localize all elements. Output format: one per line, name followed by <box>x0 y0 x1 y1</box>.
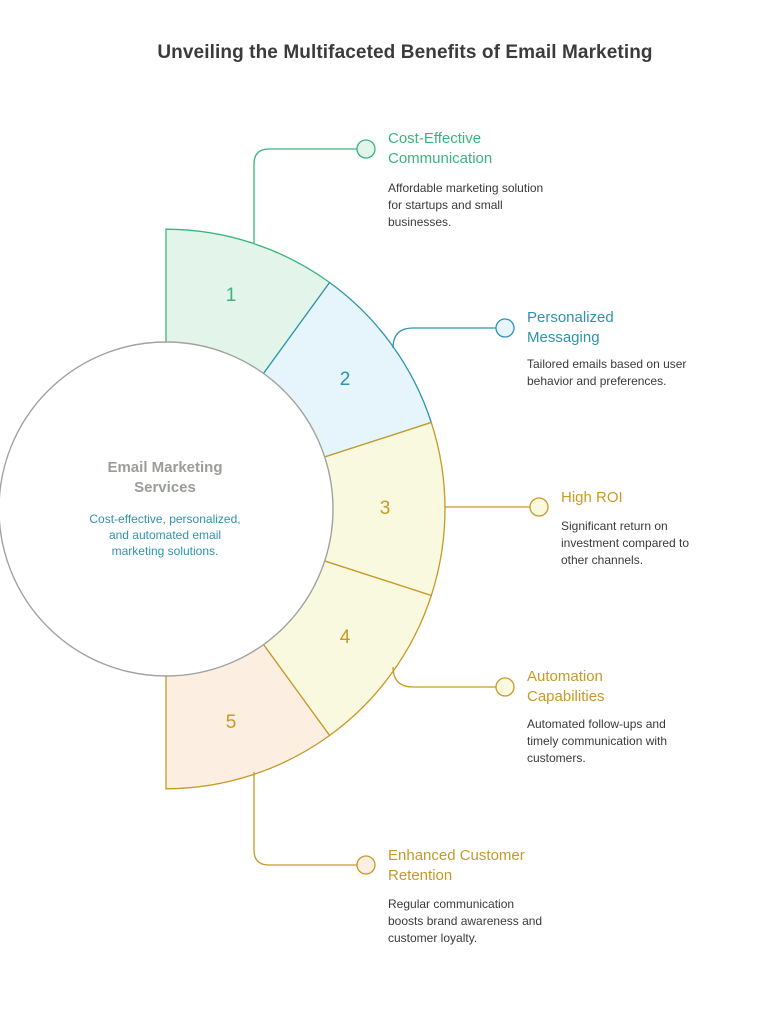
benefit-5-desc-line-1: Regular communication <box>388 897 515 911</box>
benefit-desc-1: Affordable marketing solution for startu… <box>388 180 543 231</box>
benefit-2-title-line-1: Personalized <box>527 309 614 326</box>
benefit-title-1: Cost-Effective Communication <box>388 129 492 169</box>
benefit-3-desc-line-1: Significant return on <box>561 519 668 533</box>
benefit-5-title-line-1: Enhanced Customer <box>388 847 525 864</box>
benefit-3-desc-line-2: investment compared to <box>561 536 690 550</box>
benefit-1-desc-line-1: Affordable marketing solution <box>388 181 544 195</box>
benefit-4-desc-line-3: customers. <box>527 751 586 765</box>
benefit-4-title-line-2: Capabilities <box>527 688 605 705</box>
connector-1 <box>253 148 357 243</box>
benefit-desc-4: Automated follow-ups and timely communic… <box>527 716 667 767</box>
page-title: Unveiling the Multifaceted Benefits of E… <box>157 42 653 63</box>
segment-number-1: 1 <box>226 285 237 306</box>
connector-dot-3 <box>529 497 549 517</box>
center-title-line-2: Services <box>134 479 196 496</box>
benefit-5-desc-line-2: boosts brand awareness and <box>388 914 543 928</box>
segment-number-5: 5 <box>226 712 237 733</box>
segment-number-4: 4 <box>340 627 351 648</box>
benefit-desc-3: Significant return on investment compare… <box>561 518 689 569</box>
connector-dot-1 <box>356 139 376 159</box>
benefit-title-3: High ROI <box>561 488 623 508</box>
benefit-4-title-line-1: Automation <box>527 668 603 685</box>
center-desc-line-3: marketing solutions. <box>111 544 219 558</box>
benefit-1-desc-line-2: for startups and small <box>388 198 503 212</box>
center-desc-line-2: and automated email <box>108 528 222 542</box>
segment-number-3: 3 <box>380 498 391 519</box>
benefit-title-2: Personalized Messaging <box>527 308 614 348</box>
benefit-desc-2: Tailored emails based on user behavior a… <box>527 356 686 390</box>
segment-number-2: 2 <box>340 369 351 390</box>
center-title-line-1: Email Marketing <box>107 459 223 476</box>
connector-dot-4 <box>495 677 515 697</box>
connector-5 <box>253 772 357 866</box>
benefit-4-desc-line-1: Automated follow-ups and <box>527 717 666 731</box>
benefit-title-4: Automation Capabilities <box>527 667 605 707</box>
connector-dot-2 <box>495 318 515 338</box>
center-circle <box>0 341 334 677</box>
benefit-1-title-line-1: Cost-Effective <box>388 130 482 147</box>
benefit-5-title-line-2: Retention <box>388 867 453 884</box>
benefit-2-desc-line-1: Tailored emails based on user <box>527 357 687 371</box>
center-description: Cost-effective, personalized, and automa… <box>60 511 270 559</box>
benefit-1-title-line-2: Communication <box>388 150 493 167</box>
benefit-title-5: Enhanced Customer Retention <box>388 846 525 886</box>
connector-2 <box>392 327 496 349</box>
benefit-2-title-line-2: Messaging <box>527 329 600 346</box>
benefit-3-desc-line-3: other channels. <box>561 553 644 567</box>
benefit-2-desc-line-2: behavior and preferences. <box>527 374 667 388</box>
benefit-4-desc-line-2: timely communication with <box>527 734 668 748</box>
benefit-desc-5: Regular communication boosts brand aware… <box>388 896 542 947</box>
connector-dot-5 <box>356 855 376 875</box>
benefit-5-desc-line-3: customer loyalty. <box>388 931 478 945</box>
center-desc-line-1: Cost-effective, personalized, <box>89 512 241 526</box>
center-title: Email Marketing Services <box>40 458 290 498</box>
connector-4 <box>392 666 496 688</box>
benefit-1-desc-line-3: businesses. <box>388 215 452 229</box>
benefit-3-title-line-1: High ROI <box>561 489 623 506</box>
